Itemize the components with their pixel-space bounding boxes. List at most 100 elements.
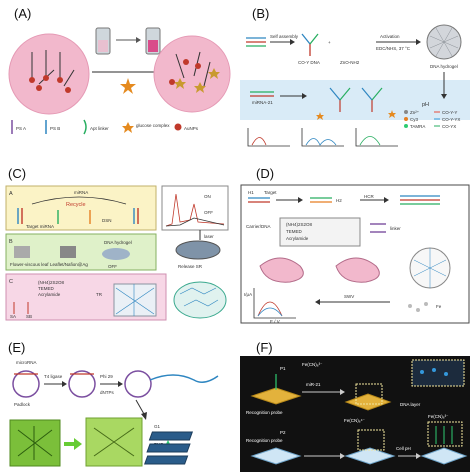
panel-b-diagram: Self assembly CO-Y DNA + ZnO-NH2 Activat…: [240, 22, 470, 150]
svg-text:SA: SA: [10, 314, 16, 319]
svg-text:A: A: [9, 191, 13, 197]
svg-text:Leaflet/Nafion@Ag: Leaflet/Nafion@Ag: [50, 262, 88, 267]
svg-text:DNA hydrogel: DNA hydrogel: [104, 240, 132, 245]
svg-text:+: +: [328, 40, 331, 45]
legend-apt-linker: Apt linker: [90, 126, 109, 131]
y-dna-cluster: [329, 87, 383, 112]
edc-label: EDC/NHS, 37 °C: [376, 46, 411, 51]
svg-text:Flower-viscous leaf: Flower-viscous leaf: [10, 262, 49, 267]
svg-text:Acrylamide: Acrylamide: [38, 292, 61, 297]
svg-text:Cy3: Cy3: [410, 117, 418, 122]
ph-label: pH: [422, 102, 429, 108]
svg-text:CO-Y-YX: CO-Y-YX: [442, 117, 460, 122]
legend-glucose: glucose complex: [136, 123, 170, 128]
svg-text:T4 ligase: T4 ligase: [44, 374, 63, 379]
legend-ps-a: PS A: [16, 126, 26, 131]
svg-text:I/μA: I/μA: [244, 292, 252, 297]
svg-text:G1: G1: [154, 424, 161, 429]
svg-text:(NH4)2S2O8: (NH4)2S2O8: [38, 280, 65, 285]
svg-text:Recognition probe: Recognition probe: [246, 438, 283, 443]
gel-blob-right: [335, 257, 380, 283]
svg-text:Phi 29: Phi 29: [100, 374, 113, 379]
electrode-bottom-left: [250, 447, 302, 465]
svg-text:Fe(CN)₆⁴⁻: Fe(CN)₆⁴⁻: [344, 418, 365, 423]
svg-text:Target: Target: [264, 190, 277, 195]
release-sr-icon: [175, 240, 221, 260]
svg-text:E / V: E / V: [270, 319, 280, 324]
panel-d-label: (D): [256, 166, 275, 181]
self-assembly-label: Self assembly: [270, 34, 299, 39]
electrode-bottom-mid: [344, 447, 396, 465]
svg-text:TR: TR: [96, 292, 103, 297]
svg-text:C: C: [9, 279, 13, 285]
svg-text:OFF: OFF: [204, 210, 213, 215]
panel-e-diagram: microRNA Padlock T4 ligase Phi 29 dNTPs …: [9, 360, 219, 467]
svg-text:CO-YX: CO-YX: [442, 124, 456, 129]
swv-plot: [253, 288, 296, 319]
svg-text:CO-Y-Y: CO-Y-Y: [442, 110, 457, 115]
panel-a-legend: PS A PS B Apt linker glucose complex AuN…: [11, 119, 199, 135]
section-a-box: [5, 185, 157, 231]
legend-ps-b: PS B: [50, 126, 60, 131]
network-icon: [173, 281, 227, 319]
svg-text:TEMED: TEMED: [286, 229, 303, 234]
svg-text:laser: laser: [204, 234, 214, 239]
panel-c-diagram: A miRNA Recycle Target miRNA DSN ON OFF …: [5, 185, 229, 321]
panel-c-label: (C): [8, 166, 27, 181]
y-dna-label: CO-Y DNA: [298, 60, 320, 65]
svg-text:OFF: OFF: [108, 264, 117, 269]
activation-label: Activation: [380, 34, 400, 39]
panel-d-diagram: H1 Target H2 HCR Carrier/DNA (NH4)2S2O8 …: [240, 184, 470, 324]
svg-text:Fe: Fe: [436, 304, 442, 309]
svg-text:Zn²⁺: Zn²⁺: [410, 110, 420, 115]
svg-text:ON: ON: [204, 194, 211, 199]
svg-text:Cell pH: Cell pH: [396, 446, 411, 451]
inset-box: [411, 359, 465, 387]
panel-b-legend: Zn²⁺ Cy3 TAMRA CO-Y-Y CO-Y-YX CO-YX: [404, 110, 460, 129]
panel-a-diagram: PS A PS B Apt linker glucose complex AuN…: [8, 27, 231, 135]
svg-text:Recycle: Recycle: [66, 202, 86, 208]
legend-aunps: AuNPs: [184, 126, 199, 131]
svg-text:Fe(CN)₆³⁻: Fe(CN)₆³⁻: [302, 362, 323, 367]
electrode-top: [250, 387, 302, 405]
svg-text:Fe(CN)₆³⁻: Fe(CN)₆³⁻: [428, 414, 449, 419]
svg-text:Target miRNA: Target miRNA: [26, 224, 54, 229]
right-sphere: [153, 35, 231, 113]
svg-text:Acrylamide: Acrylamide: [286, 236, 309, 241]
glucose-star-icon: [120, 78, 136, 94]
svg-text:dNTPs: dNTPs: [100, 390, 115, 395]
stack-icon: [144, 431, 194, 465]
panel-f-diagram: P1 Fe(CN)₆³⁻ Recognition probe miR-21 Fe…: [240, 356, 470, 472]
svg-text:TEMED: TEMED: [38, 286, 55, 291]
svg-text:TAMRA: TAMRA: [410, 124, 425, 129]
section-b-box: [5, 233, 157, 271]
svg-text:(NH4)2S2O8: (NH4)2S2O8: [286, 222, 313, 227]
hydrogel-label: DNA hydrogel: [430, 64, 458, 69]
panel-a-label: (A): [14, 6, 32, 21]
svg-text:linker: linker: [390, 226, 401, 231]
panel-f-label: (F): [256, 340, 273, 355]
mirna-label: miRNA-21: [252, 100, 273, 105]
svg-text:microRNA: microRNA: [16, 360, 37, 365]
panel-b-label: (B): [252, 6, 270, 21]
padlock-circle: [12, 370, 40, 398]
svg-text:miR-21: miR-21: [306, 382, 321, 387]
svg-text:Carrier/DNA: Carrier/DNA: [246, 224, 271, 229]
svg-text:P1: P1: [280, 366, 286, 371]
svg-text:miRNA: miRNA: [74, 190, 88, 195]
gel-blob-left: [259, 257, 304, 283]
electrode-bottom-right: [420, 447, 468, 465]
svg-text:SWV: SWV: [344, 294, 354, 299]
panel-e-label: (E): [8, 340, 26, 355]
svg-text:DNA layer: DNA layer: [400, 402, 421, 407]
svg-text:SB: SB: [26, 314, 32, 319]
svg-text:Release SR: Release SR: [178, 264, 203, 269]
zno-label: ZnO-NH2: [340, 60, 360, 65]
svg-text:Padlock: Padlock: [14, 402, 31, 407]
svg-text:DSN: DSN: [102, 218, 112, 223]
svg-text:P2: P2: [280, 430, 286, 435]
svg-text:Recognition probe: Recognition probe: [246, 410, 283, 415]
panel-b-mini-plots: [247, 128, 398, 147]
svg-text:H2: H2: [336, 198, 342, 203]
svg-text:HCR: HCR: [364, 194, 374, 199]
